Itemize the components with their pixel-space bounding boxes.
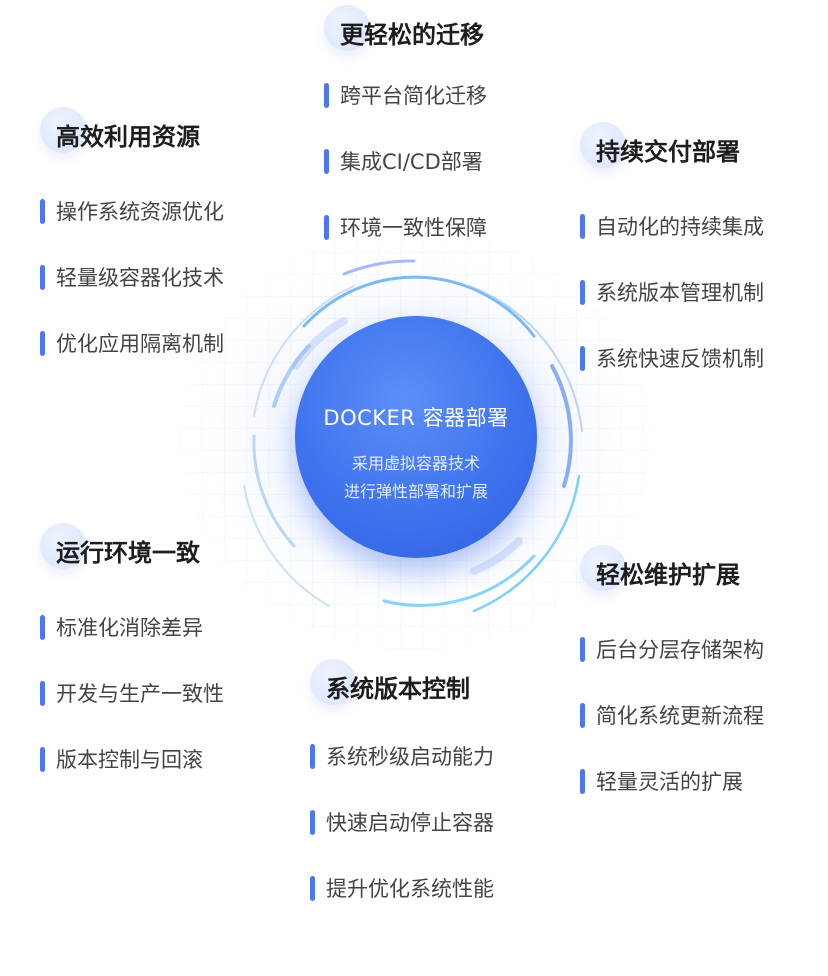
bullet-bar-icon	[40, 199, 45, 224]
bullet-bar-icon	[310, 744, 315, 769]
title-dot-icon	[580, 545, 626, 591]
bullet-bar-icon	[40, 747, 45, 772]
bullet-bar-icon	[40, 265, 45, 290]
center-subtitle-line2: 进行弹性部署和扩展	[343, 482, 488, 501]
bullet-bar-icon	[310, 810, 315, 835]
center-subtitle-line1: 采用虚拟容器技术	[351, 454, 480, 473]
center-hub: DOCKER 容器部署 采用虚拟容器技术 进行弹性部署和扩展	[295, 316, 537, 558]
bullet-bar-icon	[40, 331, 45, 356]
bullet-bar-icon	[324, 83, 329, 108]
bullet-bar-icon	[580, 637, 585, 662]
bullet-bar-icon	[324, 215, 329, 240]
bullet-bar-icon	[40, 681, 45, 706]
bullet-bar-icon	[580, 280, 585, 305]
title-dot-icon	[40, 107, 86, 153]
decorative-rings	[243, 259, 583, 613]
bullet-bar-icon	[580, 346, 585, 371]
bullet-bar-icon	[580, 703, 585, 728]
bullet-bar-icon	[40, 615, 45, 640]
title-dot-icon	[40, 523, 86, 569]
title-dot-icon	[580, 122, 626, 168]
title-dot-icon	[324, 5, 370, 51]
center-title: DOCKER 容器部署	[323, 406, 509, 430]
title-dot-icon	[310, 659, 356, 705]
bullet-bar-icon	[580, 214, 585, 239]
bullet-bar-icon	[580, 769, 585, 794]
bullet-bar-icon	[310, 876, 315, 901]
bullet-bar-icon	[324, 149, 329, 174]
